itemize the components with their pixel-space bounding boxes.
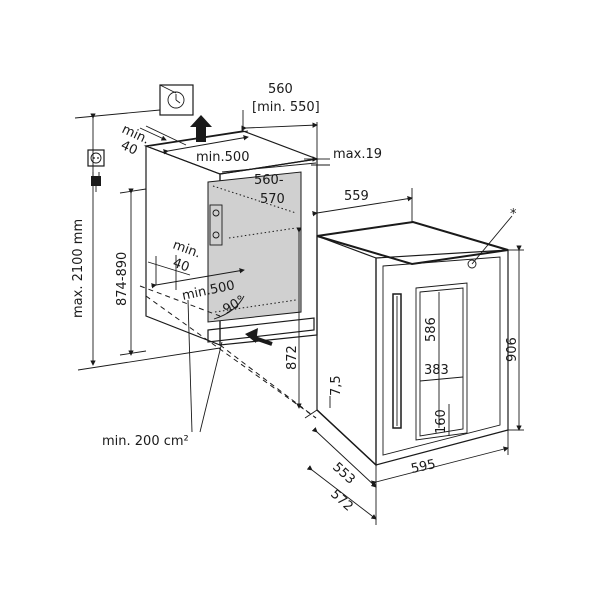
depth-560-570-label-a: 560-: [254, 173, 284, 188]
dimension-lines: [74, 109, 524, 525]
niche-width-min-label: [min. 550]: [252, 100, 320, 115]
air-inlet-arrow-icon: [245, 328, 273, 346]
vent-area-label: min. 200 cm²: [102, 434, 189, 449]
air-outlet-arrow-icon: [190, 115, 212, 142]
height-872-label: 872: [285, 345, 300, 370]
wall-socket: [159, 84, 194, 116]
glass-160-label: 160: [434, 409, 449, 434]
niche-cabinet: [139, 130, 320, 419]
max-2100-label: max. 2100 mm: [71, 219, 86, 318]
glass-586-label: 586: [424, 317, 439, 342]
width-553-label: 553: [329, 460, 357, 488]
niche-width-label: 560: [268, 82, 293, 97]
width-595-label: 595: [410, 457, 437, 477]
dim-7-5-label: 7,5: [329, 375, 344, 396]
depth-560-570-label-b: 570: [260, 192, 285, 207]
depth-559-label: 559: [344, 189, 369, 204]
min-500-top-label: min.500: [196, 150, 249, 165]
niche-recess: [207, 171, 302, 323]
asterisk-label: *: [510, 207, 517, 222]
power-socket-icon: [87, 149, 105, 167]
wine-cooler: [316, 220, 509, 467]
height-906-label: 906: [505, 337, 520, 362]
width-572-label: 572: [327, 487, 355, 515]
plug-icon: [91, 172, 101, 192]
max-19-label: max.19: [333, 147, 382, 162]
glass-383-label: 383: [424, 363, 449, 378]
min-40-mid-label-b: 40: [171, 256, 192, 276]
min-40-top-label-b: 40: [118, 138, 139, 159]
niche-height-label: 874-890: [115, 252, 130, 306]
glass-window: [415, 282, 468, 441]
clock-icon: [167, 91, 185, 109]
